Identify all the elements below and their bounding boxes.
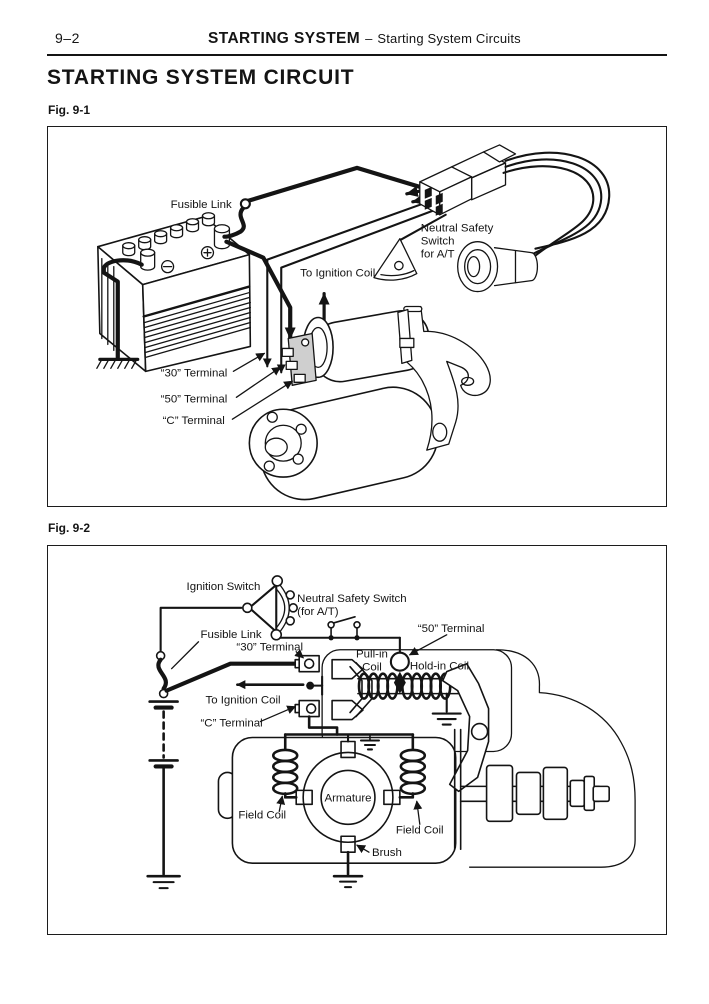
neutral-safety-switch-label-2: Switch (421, 236, 455, 248)
battery-plus-mark (200, 246, 215, 260)
fusible-link-node (239, 198, 251, 210)
field-coil-right-symbol (398, 748, 427, 799)
terminal-50-leader (408, 634, 448, 656)
harness-plug (457, 241, 539, 293)
terminal-c-label: “C” Terminal (201, 718, 263, 730)
figure2: Ignition Switch Neutral Safety Switch (f… (47, 545, 667, 935)
battery-ground-cable (101, 258, 144, 360)
starter-motor-illustration (248, 305, 491, 501)
terminal-30-leader (294, 649, 304, 659)
hold-in-coil-label: Hold-in Coil (410, 661, 469, 673)
neutral-safety-switch-label-3: for A/T (421, 249, 455, 261)
battery-symbol (148, 700, 179, 876)
section-separator: – (365, 31, 373, 46)
header-rule (47, 54, 667, 56)
hold-in-ground-symbol (431, 712, 462, 726)
fusible-link-label: Fusible Link (171, 199, 232, 211)
battery-cell-caps (122, 212, 216, 257)
pull-in-coil-label-1: Pull-in (356, 649, 388, 661)
armature-label: Armature (324, 792, 371, 804)
c-to-field-wire (307, 715, 339, 736)
neutral-safety-switch-label-1: Neutral Safety (421, 223, 494, 235)
fusible-link-wire (222, 205, 246, 239)
field-coil-right-label: Field Coil (396, 824, 444, 836)
running-head: 9–2 STARTING SYSTEM – Starting System Ci… (55, 30, 667, 48)
to-ignition-coil-label: To Ignition Coil (300, 268, 375, 280)
armature-inner-ring (320, 769, 376, 826)
wire-to-switch (399, 213, 447, 241)
brush-label: Brush (372, 847, 402, 859)
figure2-drawing: Ignition Switch Neutral Safety Switch (f… (146, 575, 636, 890)
section-title: STARTING SYSTEM (208, 30, 361, 47)
wire-to-c-terminal (276, 206, 442, 374)
to-ignition-coil-label: To Ignition Coil (205, 695, 280, 707)
pinion-drive-assembly (459, 764, 610, 823)
starter-housing-outline (468, 649, 636, 868)
cable-to-30 (164, 661, 301, 693)
wire-to-50-terminal (262, 198, 435, 368)
neutral-safety-switch-symbol (279, 616, 401, 641)
battery-negative-post (140, 248, 156, 271)
field-coil-left-leader (276, 795, 286, 812)
field-coil-left-symbol (271, 748, 299, 799)
solenoid-contact-plates (331, 658, 373, 721)
lever-pivot (470, 722, 489, 741)
terminal-50-label: “50” Terminal (418, 623, 485, 635)
battery-ground-symbol (146, 874, 181, 890)
harness-wire-to-connector (246, 165, 422, 203)
ignition-switch-label: Ignition Switch (187, 581, 261, 593)
terminal-30-label: “30” Terminal (161, 367, 228, 379)
figure1: Fusible Link Neutral Safety Switch for A… (47, 126, 667, 507)
fusible-link-label: Fusible Link (201, 629, 262, 641)
terminal-50-node (389, 651, 410, 672)
shift-lever (441, 662, 490, 793)
terminal-c-connector (294, 699, 320, 718)
terminal-nuts (281, 338, 310, 383)
battery-positive-post (213, 224, 231, 250)
figure1-drawing: Fusible Link Neutral Safety Switch for A… (96, 144, 611, 501)
field-coil-left-label: Field Coil (238, 809, 286, 821)
terminal-c-label: “C” Terminal (163, 415, 225, 427)
page-number: 9–2 (55, 30, 80, 46)
field-coil-right-leader (413, 800, 423, 825)
page-title: STARTING SYSTEM CIRCUIT (47, 66, 355, 89)
terminal-30-leader (232, 352, 266, 373)
figure2-caption: Fig. 9-2 (48, 521, 91, 535)
figure1-caption: Fig. 9-1 (48, 103, 91, 117)
ignition-switch-symbol (159, 575, 298, 652)
frame-ground-symbol (359, 733, 380, 751)
brush-leader (356, 844, 370, 854)
fusible-link-leader (170, 641, 200, 670)
connector-illustration (419, 144, 611, 293)
mounting-bracket (401, 305, 491, 451)
pull-in-coil-label-2: Coil (362, 662, 382, 674)
nss-label-1: Neutral Safety Switch (297, 593, 406, 605)
brush-ground-symbol (332, 874, 364, 889)
terminal-30-label: “30” Terminal (236, 642, 303, 654)
nss-label-2: (for A/T) (297, 606, 339, 618)
chassis-ground-symbol (96, 357, 140, 370)
terminal-c-leader (231, 380, 294, 420)
battery-minus-mark (160, 259, 175, 274)
fusible-link-element (156, 657, 168, 691)
terminal-30-connector (294, 654, 320, 673)
subsection-title: Starting System Circuits (377, 31, 521, 46)
neutral-safety-switch-body (373, 238, 418, 281)
terminal-c-leader (259, 705, 297, 723)
terminal-50-label: “50” Terminal (161, 393, 228, 405)
terminal-50-leader (235, 366, 282, 398)
cable-to-30-terminal (224, 239, 296, 341)
battery-illustration (97, 212, 252, 373)
